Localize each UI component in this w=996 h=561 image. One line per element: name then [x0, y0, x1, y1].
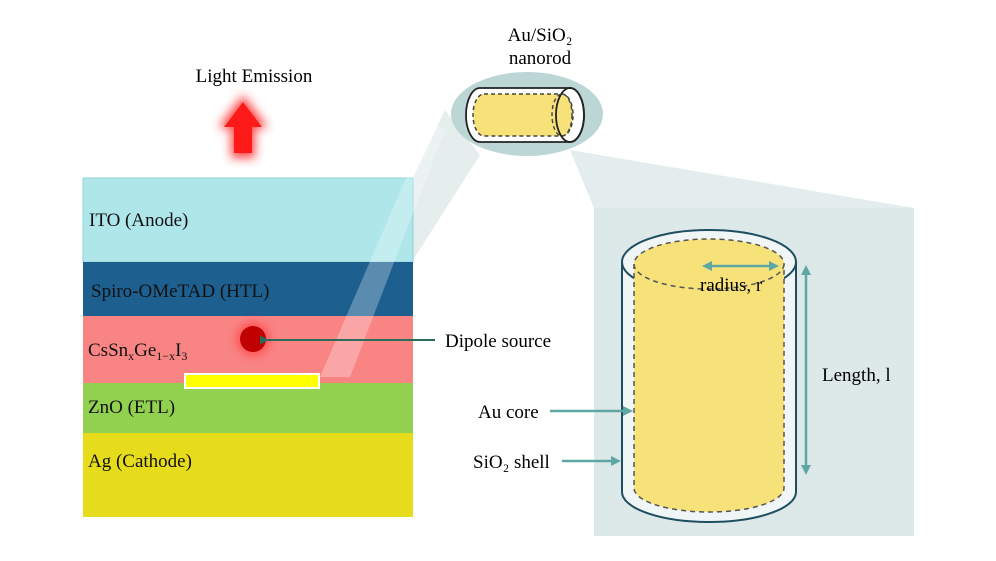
au-core-label: Au core — [478, 402, 539, 423]
length-label: Length, l — [822, 365, 891, 386]
large-nanorod — [621, 229, 797, 523]
layer-label-ag: Ag (Cathode) — [88, 451, 192, 472]
device-stack — [82, 177, 414, 517]
small-nanorod-icon — [465, 87, 585, 143]
zoom-beam — [320, 118, 445, 377]
radius-label: radius, r — [700, 275, 763, 296]
nanorod-strip — [184, 373, 320, 389]
light-emission-label: Light Emission — [196, 66, 313, 87]
dipole-source-icon — [240, 326, 266, 352]
sio2-shell-label: SiO₂ shell — [473, 452, 550, 473]
dipole-source-label: Dipole source — [445, 331, 551, 352]
layer-label-ito: ITO (Anode) — [89, 210, 188, 231]
nanorod-label-line1: Au/SiO₂ — [508, 25, 573, 46]
layer-label-zno: ZnO (ETL) — [88, 397, 175, 418]
au-core-body — [633, 264, 785, 513]
layer-label-perovskite: CsSnxGe1−xI3 — [88, 340, 187, 363]
light-emission-arrow-icon — [218, 95, 268, 158]
layer-label-spiro: Spiro-OMeTAD (HTL) — [91, 281, 269, 302]
layer-spiro — [83, 262, 413, 316]
zoom-projection-right — [570, 150, 914, 208]
layer-ag — [83, 433, 413, 517]
layer-zno — [83, 383, 413, 433]
nanorod-label-line2: nanorod — [509, 48, 572, 69]
